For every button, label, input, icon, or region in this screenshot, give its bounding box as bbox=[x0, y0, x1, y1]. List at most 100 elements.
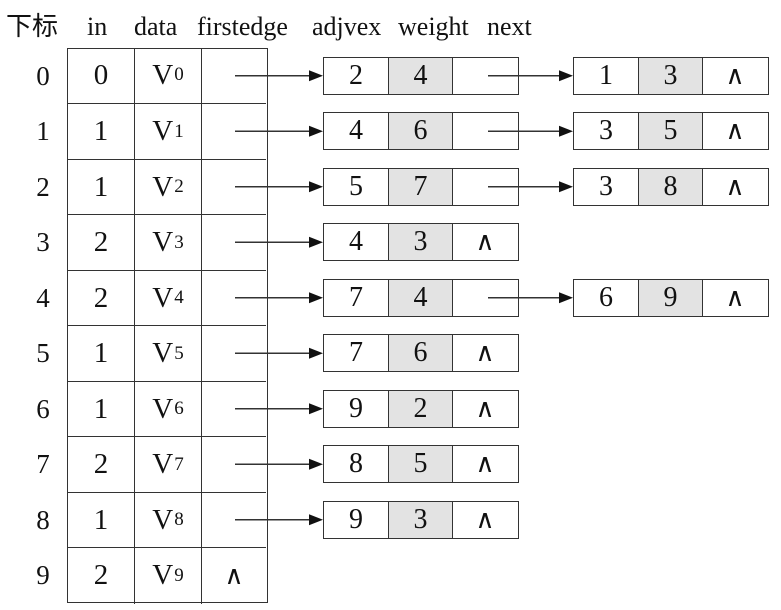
firstedge-arrow bbox=[235, 125, 323, 137]
vertex-name: V bbox=[152, 58, 174, 91]
adjvex-cell: 2 bbox=[324, 57, 389, 94]
vertex-name: V bbox=[152, 281, 174, 314]
in-degree-cell: 2 bbox=[68, 215, 135, 271]
header-firstedge: firstedge bbox=[197, 12, 288, 41]
adjvex-cell: 4 bbox=[324, 224, 389, 261]
vertex-index-label: 3 bbox=[36, 227, 50, 258]
next-arrow bbox=[488, 125, 573, 137]
weight-cell: 5 bbox=[639, 113, 703, 150]
header-index: 下标 bbox=[6, 12, 59, 41]
next-cell: ∧ bbox=[475, 449, 495, 480]
weight-cell: 6 bbox=[389, 335, 453, 372]
next-cell: ∧ bbox=[475, 227, 495, 258]
firstedge-arrow bbox=[235, 70, 323, 82]
next-cell: ∧ bbox=[725, 116, 745, 147]
vertex-index-label: 1 bbox=[36, 116, 50, 147]
header-data: data bbox=[134, 12, 178, 41]
weight-cell: 3 bbox=[389, 224, 453, 261]
header-next: next bbox=[487, 12, 532, 41]
vertex-subscript: 3 bbox=[174, 231, 184, 253]
vertex-name: V bbox=[152, 337, 174, 370]
weight-cell: 6 bbox=[389, 113, 453, 150]
adjvex-cell: 4 bbox=[324, 113, 389, 150]
next-cell: ∧ bbox=[725, 60, 745, 91]
in-degree-cell: 2 bbox=[68, 270, 135, 326]
vertex-subscript: 0 bbox=[174, 64, 184, 86]
adjvex-cell: 3 bbox=[574, 113, 639, 150]
vertex-subscript: 4 bbox=[174, 287, 184, 309]
vertex-index-label: 7 bbox=[36, 449, 50, 480]
vertex-index-label: 9 bbox=[36, 560, 50, 591]
vertex-subscript: 2 bbox=[174, 176, 184, 198]
vertex-index-label: 6 bbox=[36, 393, 50, 424]
firstedge-arrow bbox=[235, 458, 323, 470]
vertex-name: V bbox=[152, 559, 174, 592]
in-degree-cell: 1 bbox=[68, 326, 135, 382]
next-arrow bbox=[488, 292, 573, 304]
weight-cell: 3 bbox=[389, 501, 453, 538]
vertex-name: V bbox=[152, 115, 174, 148]
in-degree-cell: 2 bbox=[68, 548, 135, 604]
adjvex-cell: 7 bbox=[324, 335, 389, 372]
in-degree-cell: 2 bbox=[68, 437, 135, 493]
header-adjvex: adjvex bbox=[312, 12, 382, 41]
weight-cell: 3 bbox=[639, 57, 703, 94]
adjvex-cell: 5 bbox=[324, 168, 389, 205]
vertex-subscript: 9 bbox=[174, 564, 184, 586]
weight-cell: 5 bbox=[389, 446, 453, 483]
adjvex-cell: 9 bbox=[324, 501, 389, 538]
adjvex-cell: 8 bbox=[324, 446, 389, 483]
vertex-subscript: 7 bbox=[174, 453, 184, 475]
weight-cell: 8 bbox=[639, 168, 703, 205]
firstedge-arrow bbox=[235, 181, 323, 193]
header-in: in bbox=[87, 12, 108, 41]
vertex-index-label: 4 bbox=[36, 282, 50, 313]
vertex-index-label: 5 bbox=[36, 338, 50, 369]
vertex-name: V bbox=[152, 226, 174, 259]
vertex-subscript: 5 bbox=[174, 342, 184, 364]
vertex-subscript: 8 bbox=[174, 509, 184, 531]
vertex-subscript: 6 bbox=[174, 398, 184, 420]
adjvex-cell: 7 bbox=[324, 279, 389, 316]
adjvex-cell: 9 bbox=[324, 390, 389, 427]
firstedge-arrow bbox=[235, 292, 323, 304]
firstedge-arrow bbox=[235, 514, 323, 526]
weight-cell: 4 bbox=[389, 279, 453, 316]
in-degree-cell: 1 bbox=[68, 104, 135, 160]
in-degree-cell: 1 bbox=[68, 492, 135, 548]
next-cell: ∧ bbox=[725, 282, 745, 313]
vertex-name: V bbox=[152, 392, 174, 425]
vertex-index-label: 2 bbox=[36, 171, 50, 202]
firstedge-cell: ∧ bbox=[224, 560, 244, 591]
next-cell: ∧ bbox=[475, 338, 495, 369]
vertex-subscript: 1 bbox=[174, 120, 184, 142]
next-arrow bbox=[488, 181, 573, 193]
